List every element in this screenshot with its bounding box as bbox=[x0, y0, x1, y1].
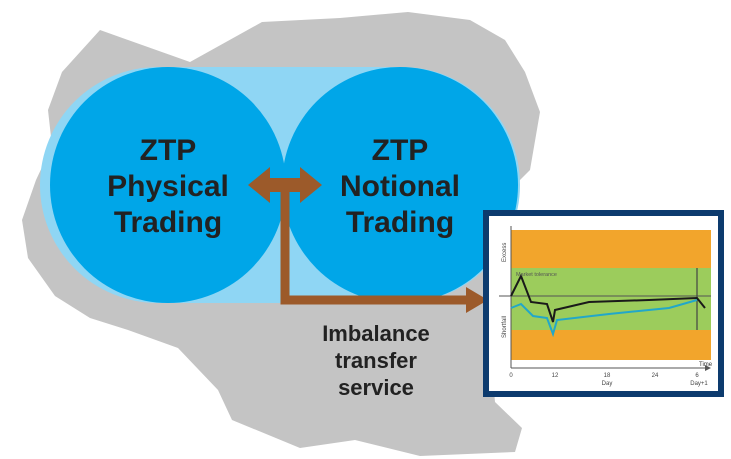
x-sub-label-day: Day bbox=[602, 381, 613, 387]
blue-series-line bbox=[510, 299, 698, 338]
physical-trading-circle bbox=[50, 67, 286, 303]
x-tick-label: 6 bbox=[695, 373, 699, 379]
service-label-line1: Imbalance bbox=[322, 321, 430, 346]
transfer-arrow-head-icon bbox=[466, 287, 488, 313]
imbalance-chart: Excess Shortfall Market tolerance Time 0… bbox=[499, 226, 713, 387]
notional-label-line2: Notional bbox=[340, 170, 460, 203]
x-sub-label-day-plus-one: Day+1 bbox=[690, 381, 708, 387]
physical-trading-label: ZTP Physical Trading bbox=[68, 133, 268, 241]
x-axis-arrow-icon bbox=[705, 365, 711, 371]
notional-label-line1: ZTP bbox=[371, 134, 429, 167]
shortfall-band bbox=[511, 330, 711, 360]
physical-label-line3: Trading bbox=[113, 206, 223, 239]
excess-band bbox=[511, 230, 711, 268]
x-tick-label: 12 bbox=[552, 373, 559, 379]
x-tick-label: 24 bbox=[652, 373, 659, 379]
notional-trading-circle bbox=[282, 67, 518, 303]
y-top-label: Excess bbox=[502, 243, 508, 262]
x-tick-label: 0 bbox=[509, 373, 513, 379]
x-axis-label: Time bbox=[699, 362, 713, 368]
service-label-line3: service bbox=[338, 375, 414, 400]
imbalance-transfer-service-label: Imbalance transfer service bbox=[286, 320, 466, 401]
y-bottom-label: Shortfall bbox=[502, 316, 508, 338]
imbalance-chart-inset: Excess Shortfall Market tolerance Time 0… bbox=[483, 210, 724, 397]
physical-label-line2: Physical bbox=[107, 170, 229, 203]
band-label: Market tolerance bbox=[516, 272, 557, 278]
x-tick-label: 18 bbox=[604, 373, 611, 379]
black-series-line bbox=[510, 273, 706, 323]
notional-label-line3: Trading bbox=[345, 206, 455, 239]
service-label-line2: transfer bbox=[335, 348, 417, 373]
transfer-arrow-line bbox=[280, 190, 468, 305]
notional-trading-label: ZTP Notional Trading bbox=[300, 133, 500, 241]
physical-label-line1: ZTP bbox=[139, 134, 197, 167]
double-arrow-icon bbox=[248, 167, 322, 203]
